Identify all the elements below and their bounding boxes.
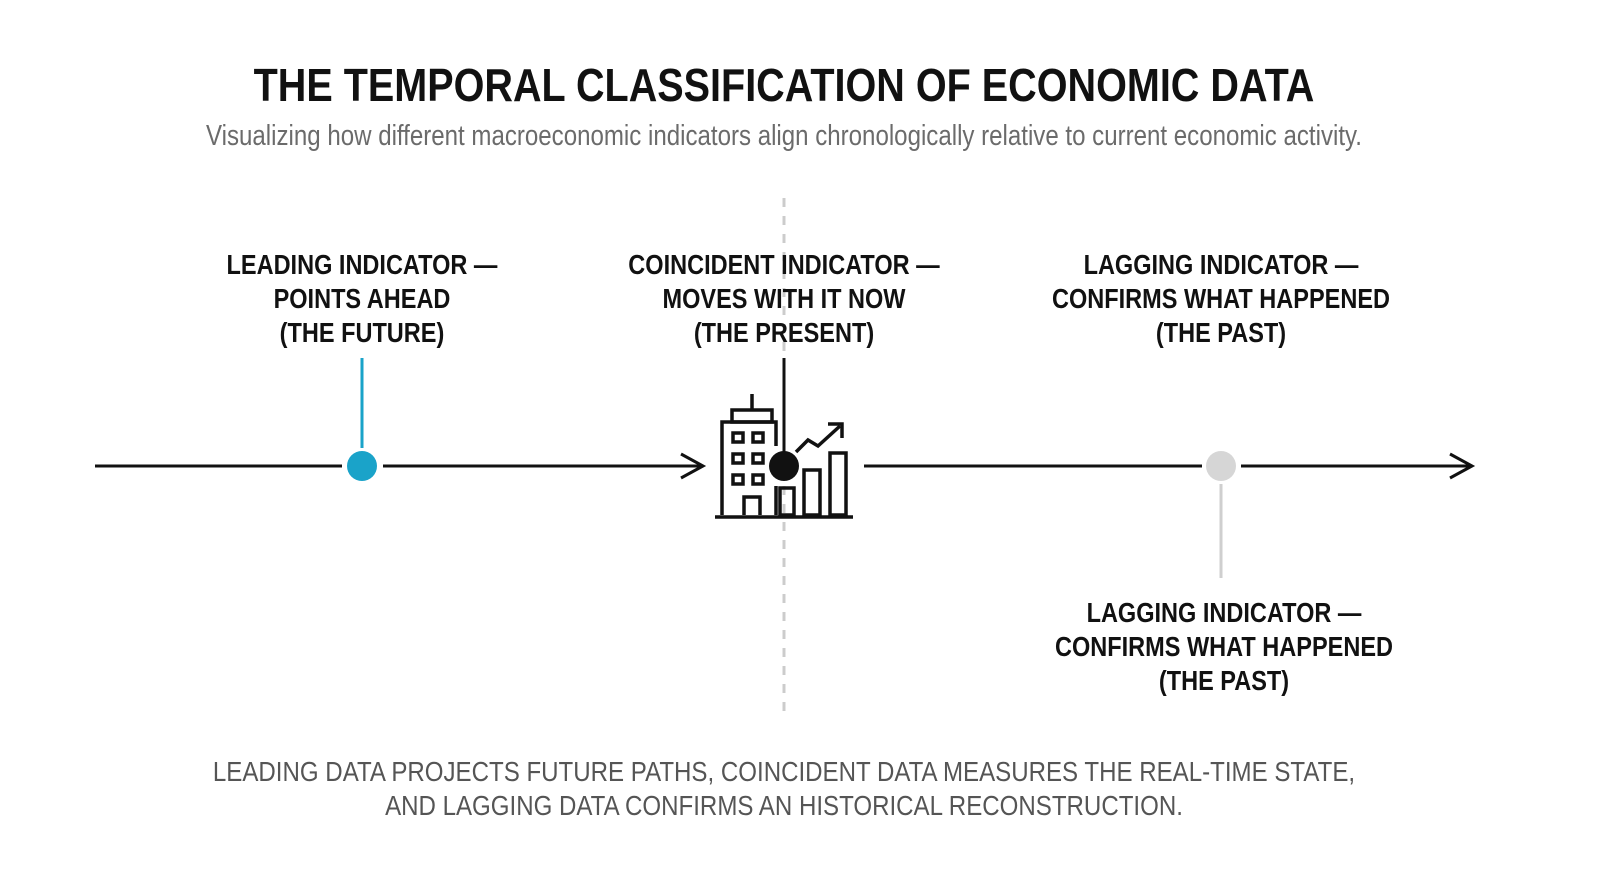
lagging-bottom-label-line1: LAGGING INDICATOR — [1086,597,1362,628]
lagging-top-label-line3: (THE PAST) [1155,317,1287,348]
timeline-arrowhead-center [680,452,707,480]
coincident-label-line2: MOVES WITH IT NOW [662,283,906,314]
coincident-label-line3: (THE PRESENT) [693,317,875,348]
lagging-indicator-label-bottom: LAGGING INDICATOR — CONFIRMS WHAT HAPPEN… [1048,596,1401,698]
coincident-marker-dot [769,451,799,481]
page-title: THE TEMPORAL CLASSIFICATION OF ECONOMIC … [253,59,1315,111]
leading-indicator-label: LEADING INDICATOR — POINTS AHEAD (THE FU… [186,248,539,350]
leading-label-line2: POINTS AHEAD [273,283,451,314]
footer-line2: AND LAGGING DATA CONFIRMS AN HISTORICAL … [385,790,1183,821]
footer-line1: LEADING DATA PROJECTS FUTURE PATHS, COIN… [212,756,1356,787]
timeline-arrowhead-right [1449,452,1476,480]
building-with-growth-chart-icon [715,394,853,519]
lagging-bottom-label-line3: (THE PAST) [1158,665,1290,696]
lagging-marker-dot [1206,451,1236,481]
lagging-indicator-label-top: LAGGING INDICATOR — CONFIRMS WHAT HAPPEN… [1045,248,1398,350]
lagging-bottom-label-line2: CONFIRMS WHAT HAPPENED [1055,631,1393,662]
footer-summary: LEADING DATA PROJECTS FUTURE PATHS, COIN… [110,755,1458,823]
leading-marker-dot [347,451,377,481]
leading-label-line3: (THE FUTURE) [279,317,445,348]
coincident-label-line1: COINCIDENT INDICATOR — [628,249,940,280]
lagging-top-label-line1: LAGGING INDICATOR — [1083,249,1359,280]
page-subtitle: Visualizing how different macroeconomic … [206,120,1362,152]
coincident-indicator-label: COINCIDENT INDICATOR — MOVES WITH IT NOW… [608,248,961,350]
leading-label-line1: LEADING INDICATOR — [226,249,498,280]
lagging-top-label-line2: CONFIRMS WHAT HAPPENED [1052,283,1390,314]
